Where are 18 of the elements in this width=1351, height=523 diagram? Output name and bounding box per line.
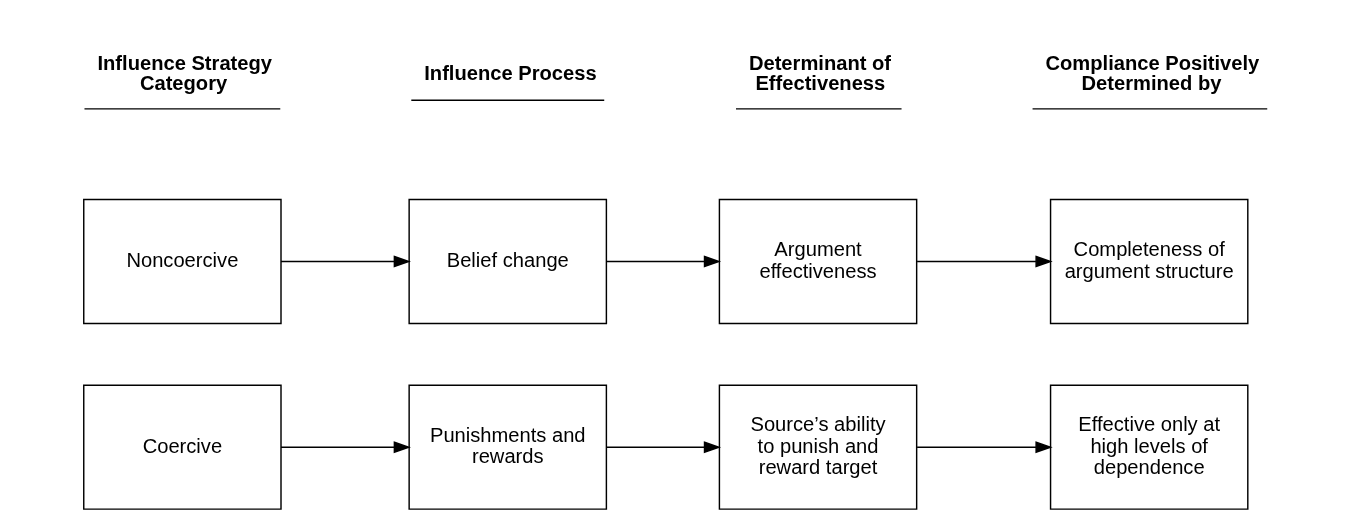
label: Compliance Positively Determined by: [1045, 52, 1260, 95]
label: Influence Strategy Category: [97, 52, 273, 95]
arrow: [916, 255, 1053, 268]
node-box: Effective only at high levels of dependence: [1049, 384, 1249, 510]
arrow: [280, 255, 411, 268]
arrow: [605, 441, 722, 454]
node-box: Punishments and rewards: [408, 384, 608, 510]
node-box: Coercive: [83, 384, 282, 510]
node-box: Completeness of argument structure: [1049, 198, 1249, 325]
node-box: Argument effectiveness: [718, 198, 918, 325]
node-box: Belief change: [408, 198, 608, 325]
arrow: [605, 255, 722, 268]
label: Influence Process: [424, 62, 597, 85]
node-box: Source’s ability to punish and reward target: [718, 384, 918, 510]
label: Determinant of Effectiveness: [748, 52, 892, 95]
arrow: [280, 441, 411, 454]
node-box: Noncoercive: [83, 198, 282, 325]
arrow: [916, 441, 1053, 454]
